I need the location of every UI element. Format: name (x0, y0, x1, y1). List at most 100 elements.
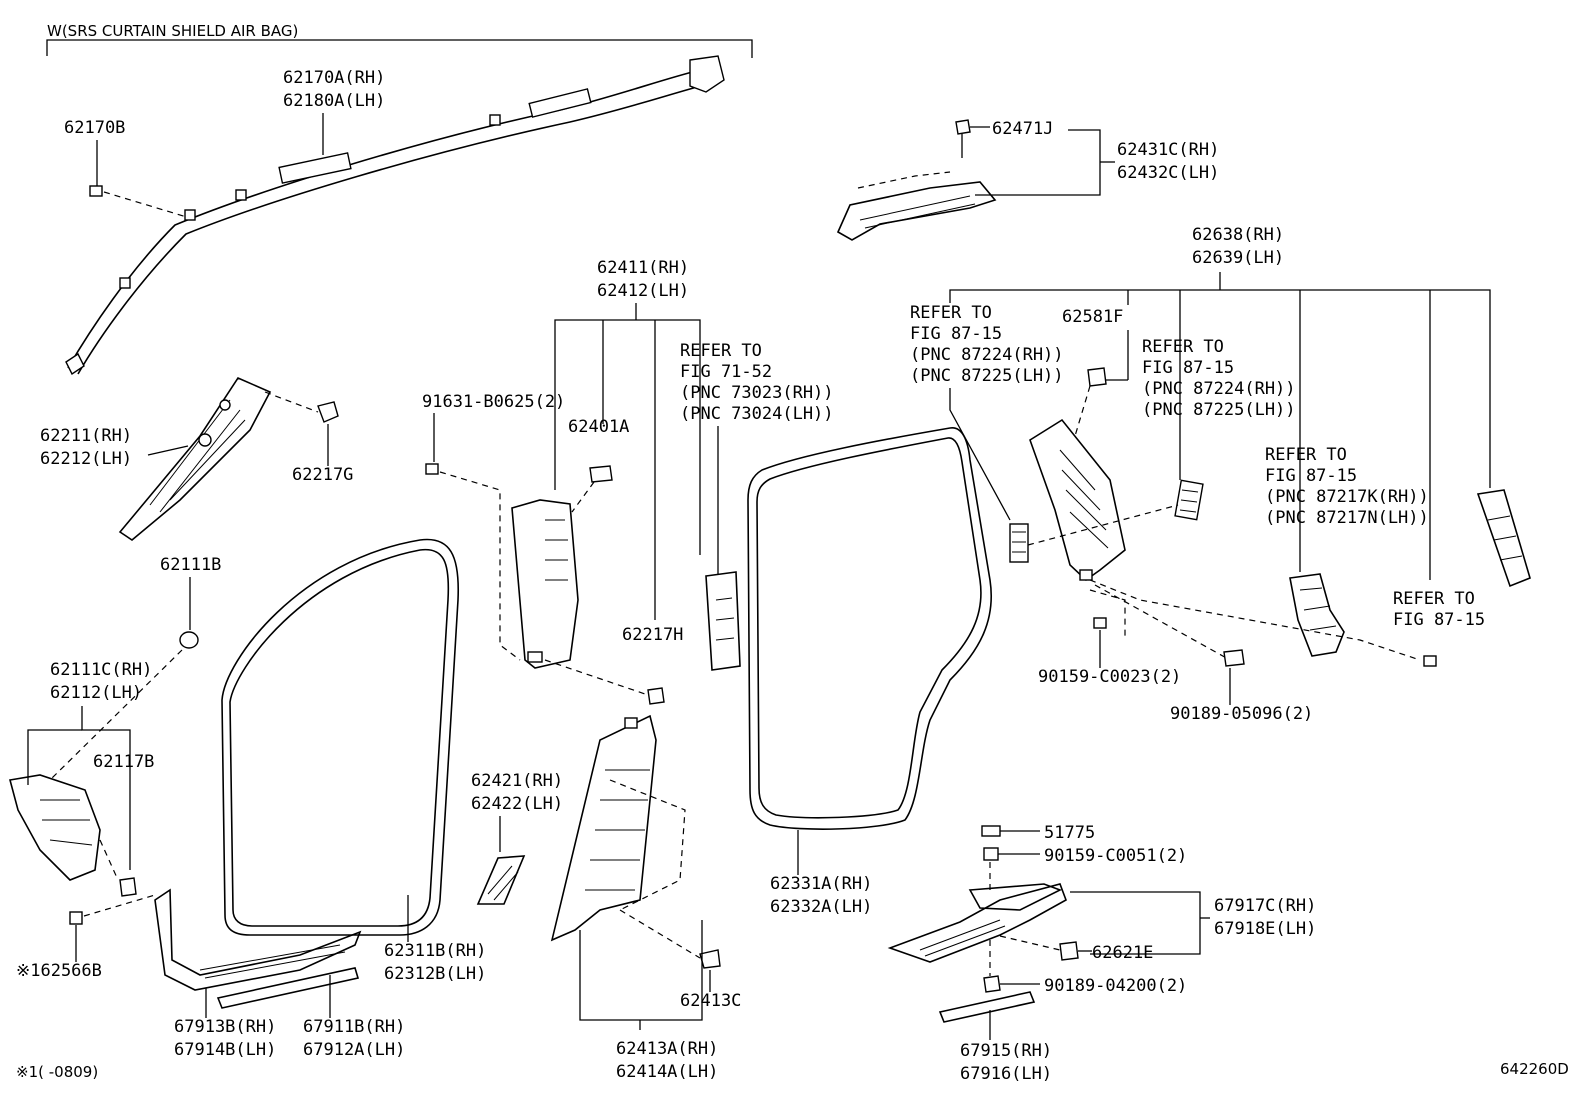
roof-side-garnish-part (836, 181, 997, 241)
label-62412[interactable]: 62412(LH) (597, 281, 689, 301)
label-67913B[interactable]: 67913B(RH) (174, 1017, 276, 1037)
label-62422[interactable]: 62422(LH) (471, 794, 563, 814)
label-62401A[interactable]: 62401A (568, 417, 629, 437)
label-62432C[interactable]: 62432C(LH) (1117, 163, 1219, 183)
label-62170B[interactable]: 62170B (64, 118, 125, 138)
refB-line4: (PNC 87225(LH)) (1142, 400, 1296, 420)
label-67918E[interactable]: 67918E(LH) (1214, 919, 1316, 939)
screw-refD (1423, 655, 1437, 667)
dash-62117B (99, 839, 119, 881)
label-91631[interactable]: 91631-B0625(2) (422, 392, 565, 412)
label-62170A[interactable]: 62170A(RH) (283, 68, 385, 88)
label-62111C[interactable]: 62111C(RH) (50, 660, 152, 680)
dash-lower-pillar (609, 779, 686, 911)
label-62413C[interactable]: 62413C (680, 991, 741, 1011)
dash-62621E (999, 935, 1061, 951)
label-62117B[interactable]: 62117B (93, 752, 154, 772)
refB-line1: REFER TO (1142, 337, 1224, 357)
refB-line3: (PNC 87224(RH)) (1142, 379, 1296, 399)
rear-scuff-cover-part (938, 991, 1036, 1023)
refA-line3: (PNC 87224(RH)) (910, 345, 1064, 365)
label-62331A[interactable]: 62331A(RH) (770, 874, 872, 894)
dash-62401A (571, 481, 595, 513)
clip-62471J (955, 119, 971, 158)
rear-scuff-plate-part (887, 883, 1067, 963)
clip-62217H (647, 687, 665, 705)
label-62217H[interactable]: 62217H (622, 625, 683, 645)
clip-62217G (317, 401, 339, 423)
label-67915[interactable]: 67915(RH) (960, 1041, 1052, 1061)
rear-quarter-pillar-trim-part (1029, 418, 1126, 582)
cowl-side-trim-part (9, 774, 101, 881)
leader-62431C (975, 129, 1101, 196)
label-90189-05096[interactable]: 90189-05096(2) (1170, 704, 1313, 724)
ref71-line3: (PNC 73023(RH)) (680, 383, 834, 403)
leader-62111C-left (27, 729, 82, 785)
label-62471J[interactable]: 62471J (992, 119, 1053, 139)
label-62332A[interactable]: 62332A(LH) (770, 897, 872, 917)
refC-line3: (PNC 87217K(RH)) (1265, 487, 1429, 507)
figure-code: 642260D (1500, 1060, 1569, 1078)
refB-line2: FIG 87-15 (1142, 358, 1234, 378)
airbag-group-title: W(SRS CURTAIN SHIELD AIR BAG) (47, 22, 298, 40)
clip-62621E (1059, 941, 1079, 961)
seatbelt-part-ref71 (705, 571, 741, 671)
dash-62581F (1074, 385, 1091, 437)
label-67914B[interactable]: 67914B(LH) (174, 1040, 276, 1060)
dash-91631 (439, 471, 521, 661)
label-62312B[interactable]: 62312B(LH) (384, 964, 486, 984)
dash-62217G (264, 391, 319, 413)
part-refA (1009, 523, 1029, 563)
label-62180A[interactable]: 62180A(LH) (283, 91, 385, 111)
dash-62170B (103, 191, 191, 219)
label-62217G[interactable]: 62217G (292, 465, 353, 485)
label-62638[interactable]: 62638(RH) (1192, 225, 1284, 245)
label-62414A[interactable]: 62414A(LH) (616, 1062, 718, 1082)
label-62621E[interactable]: 62621E (1092, 943, 1153, 963)
label-90159-C0023[interactable]: 90159-C0023(2) (1038, 667, 1181, 687)
label-62413A[interactable]: 62413A(RH) (616, 1039, 718, 1059)
label-62411[interactable]: 62411(RH) (597, 258, 689, 278)
center-pillar-lower-trim-part (550, 714, 657, 942)
label-67916[interactable]: 67916(LH) (960, 1064, 1052, 1084)
label-62581F[interactable]: 62581F (1062, 307, 1123, 327)
refD-line1: REFER TO (1393, 589, 1475, 609)
clip-51775 (981, 825, 1001, 837)
label-62639[interactable]: 62639(LH) (1192, 248, 1284, 268)
label-62421[interactable]: 62421(RH) (471, 771, 563, 791)
clip-62413C (699, 949, 721, 969)
dash-62566B (83, 894, 156, 917)
refC-line2: FIG 87-15 (1265, 466, 1357, 486)
dash-62217H (544, 659, 649, 696)
ref71-line4: (PNC 73024(LH)) (680, 404, 834, 424)
refD-line2: FIG 87-15 (1393, 610, 1485, 630)
cover-62421-part (476, 855, 526, 905)
dash-quarter-right (1089, 579, 1421, 661)
label-62566B[interactable]: ※162566B (16, 961, 102, 981)
label-62211[interactable]: 62211(RH) (40, 426, 132, 446)
label-62112[interactable]: 62112(LH) (50, 683, 142, 703)
footnote: ※1( -0809) (16, 1063, 98, 1081)
front-door-weatherstrip-part (221, 538, 460, 936)
label-90189-04200[interactable]: 90189-04200(2) (1044, 976, 1187, 996)
part-refC (1289, 573, 1345, 657)
label-67917C[interactable]: 67917C(RH) (1214, 896, 1316, 916)
label-67911B[interactable]: 67911B(RH) (303, 1017, 405, 1037)
refA-line2: FIG 87-15 (910, 324, 1002, 344)
clip-62117B (119, 877, 137, 897)
label-62311B[interactable]: 62311B(RH) (384, 941, 486, 961)
leader-62411 (554, 319, 701, 555)
dash-quarter-clip (1094, 584, 1231, 661)
screw-90159-C0051 (983, 847, 999, 861)
label-62111B[interactable]: 62111B (160, 555, 221, 575)
label-90159-C0051[interactable]: 90159-C0051(2) (1044, 846, 1187, 866)
label-67912A[interactable]: 67912A(LH) (303, 1040, 405, 1060)
label-62212[interactable]: 62212(LH) (40, 449, 132, 469)
refC-line4: (PNC 87217N(LH)) (1265, 508, 1429, 528)
label-51775[interactable]: 51775 (1044, 823, 1095, 843)
refA-line1: REFER TO (910, 303, 992, 323)
part-refB (1174, 479, 1204, 521)
clip-62566B (69, 911, 83, 925)
label-62431C[interactable]: 62431C(RH) (1117, 140, 1219, 160)
part-refD-upper (1476, 489, 1531, 588)
